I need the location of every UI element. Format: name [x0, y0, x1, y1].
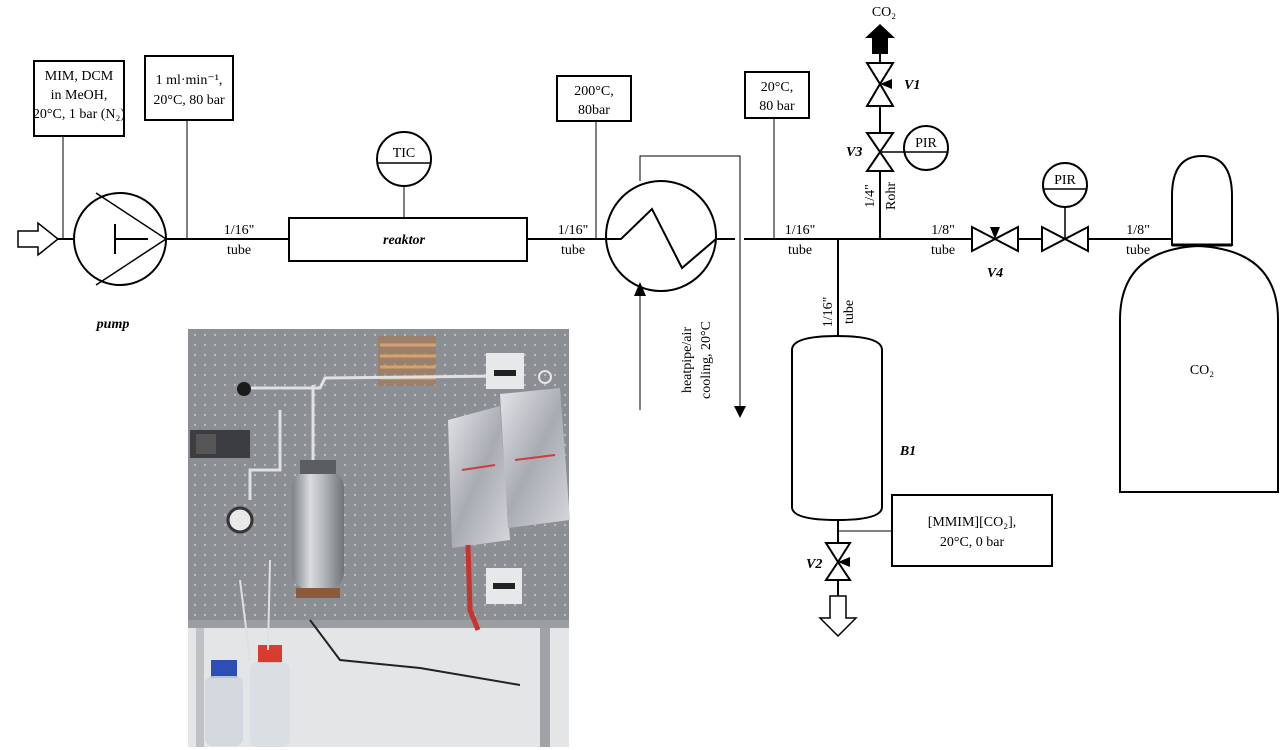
- feed-box: MIM, DCM in MeOH, 20°C, 1 bar (N₂): [33, 60, 125, 239]
- regulator-valve: [1041, 206, 1089, 253]
- photo-bottles: [205, 645, 290, 747]
- vessel-b1: B1: [791, 334, 916, 522]
- heatpipe-line-1: heatpipe/air: [680, 327, 695, 393]
- pump-cond-line-2: 20°C, 80 bar: [153, 93, 225, 108]
- feed-box-line-2: in MeOH,: [51, 88, 108, 103]
- pir-instrument-1: PIR: [903, 125, 949, 171]
- v4-label: V4: [987, 266, 1003, 281]
- v1-label: V1: [904, 78, 920, 93]
- tube-label-2b: tube: [561, 243, 585, 258]
- tube-label-4a: 1/8": [931, 223, 955, 238]
- pump-cond-line-1: 1 ml·min⁻¹,: [156, 73, 223, 88]
- product-line-1: [MMIM][CO₂],: [928, 515, 1016, 530]
- co2-vent-arrow: CO₂: [865, 5, 896, 54]
- b1-label: B1: [899, 444, 916, 459]
- reactor-label: reaktor: [383, 233, 426, 248]
- v2-label: V2: [806, 557, 822, 572]
- tic-instrument: TIC: [376, 131, 432, 218]
- tube-label-3b: tube: [788, 243, 812, 258]
- tube-label-5b: tube: [1126, 243, 1150, 258]
- hx-inlet-line-2: 80bar: [578, 103, 610, 118]
- tube-label-5a: 1/8": [1126, 223, 1150, 238]
- hx-inlet-box: 200°C, 80bar: [556, 75, 632, 239]
- tic-label: TIC: [393, 146, 416, 161]
- co2-top-label: CO₂: [872, 5, 896, 20]
- pir1-label: PIR: [915, 136, 937, 151]
- pump-label: pump: [96, 317, 130, 332]
- rohr-b: Rohr: [884, 182, 899, 210]
- co2-tank: CO₂: [1119, 154, 1279, 493]
- feed-box-line-3: 20°C, 1 bar (N₂): [33, 107, 125, 122]
- valve-v2: V2: [806, 542, 852, 581]
- product-box: [MMIM][CO₂], 20°C, 0 bar: [838, 494, 1053, 567]
- tube-label-1a: 1/16": [224, 223, 255, 238]
- heat-exchanger: heatpipe/air cooling, 20°C: [605, 155, 746, 418]
- product-outlet-arrow: [818, 595, 858, 638]
- pir-instrument-2: PIR: [1042, 162, 1088, 208]
- valve-v1: V1: [865, 62, 920, 107]
- tube-vertical-b: tube: [842, 300, 857, 324]
- tube-label-2a: 1/16": [558, 223, 589, 238]
- heatpipe-line-2: cooling, 20°C: [699, 321, 714, 399]
- hx-outlet-line-2: 80 bar: [759, 99, 795, 114]
- hx-outlet-box: 20°C, 80 bar: [744, 71, 810, 239]
- tube-label-1b: tube: [227, 243, 251, 258]
- photo-foil: [448, 388, 570, 631]
- pump-symbol: pump: [73, 192, 167, 332]
- product-line-2: 20°C, 0 bar: [940, 535, 1005, 550]
- v3-label: V3: [846, 145, 862, 160]
- tube-label-4b: tube: [931, 243, 955, 258]
- reactor: reaktor: [288, 217, 528, 262]
- valve-v4: V4: [971, 225, 1019, 281]
- tube-label-3a: 1/16": [785, 223, 816, 238]
- feed-inlet-arrow: [17, 221, 60, 257]
- photo-cylinder: [292, 460, 344, 598]
- tube-vertical-a: 1/16": [821, 297, 836, 328]
- valve-v3: V3: [846, 132, 905, 172]
- pump-condition-box: 1 ml·min⁻¹, 20°C, 80 bar: [144, 55, 234, 239]
- co2-tank-label: CO₂: [1190, 363, 1214, 378]
- apparatus-photo: [188, 329, 570, 747]
- rohr-a: 1/4": [863, 184, 878, 208]
- hx-outlet-line-1: 20°C,: [761, 80, 793, 95]
- hx-inlet-line-1: 200°C,: [574, 84, 613, 99]
- pir2-label: PIR: [1054, 173, 1076, 188]
- feed-box-line-1: MIM, DCM: [45, 69, 114, 84]
